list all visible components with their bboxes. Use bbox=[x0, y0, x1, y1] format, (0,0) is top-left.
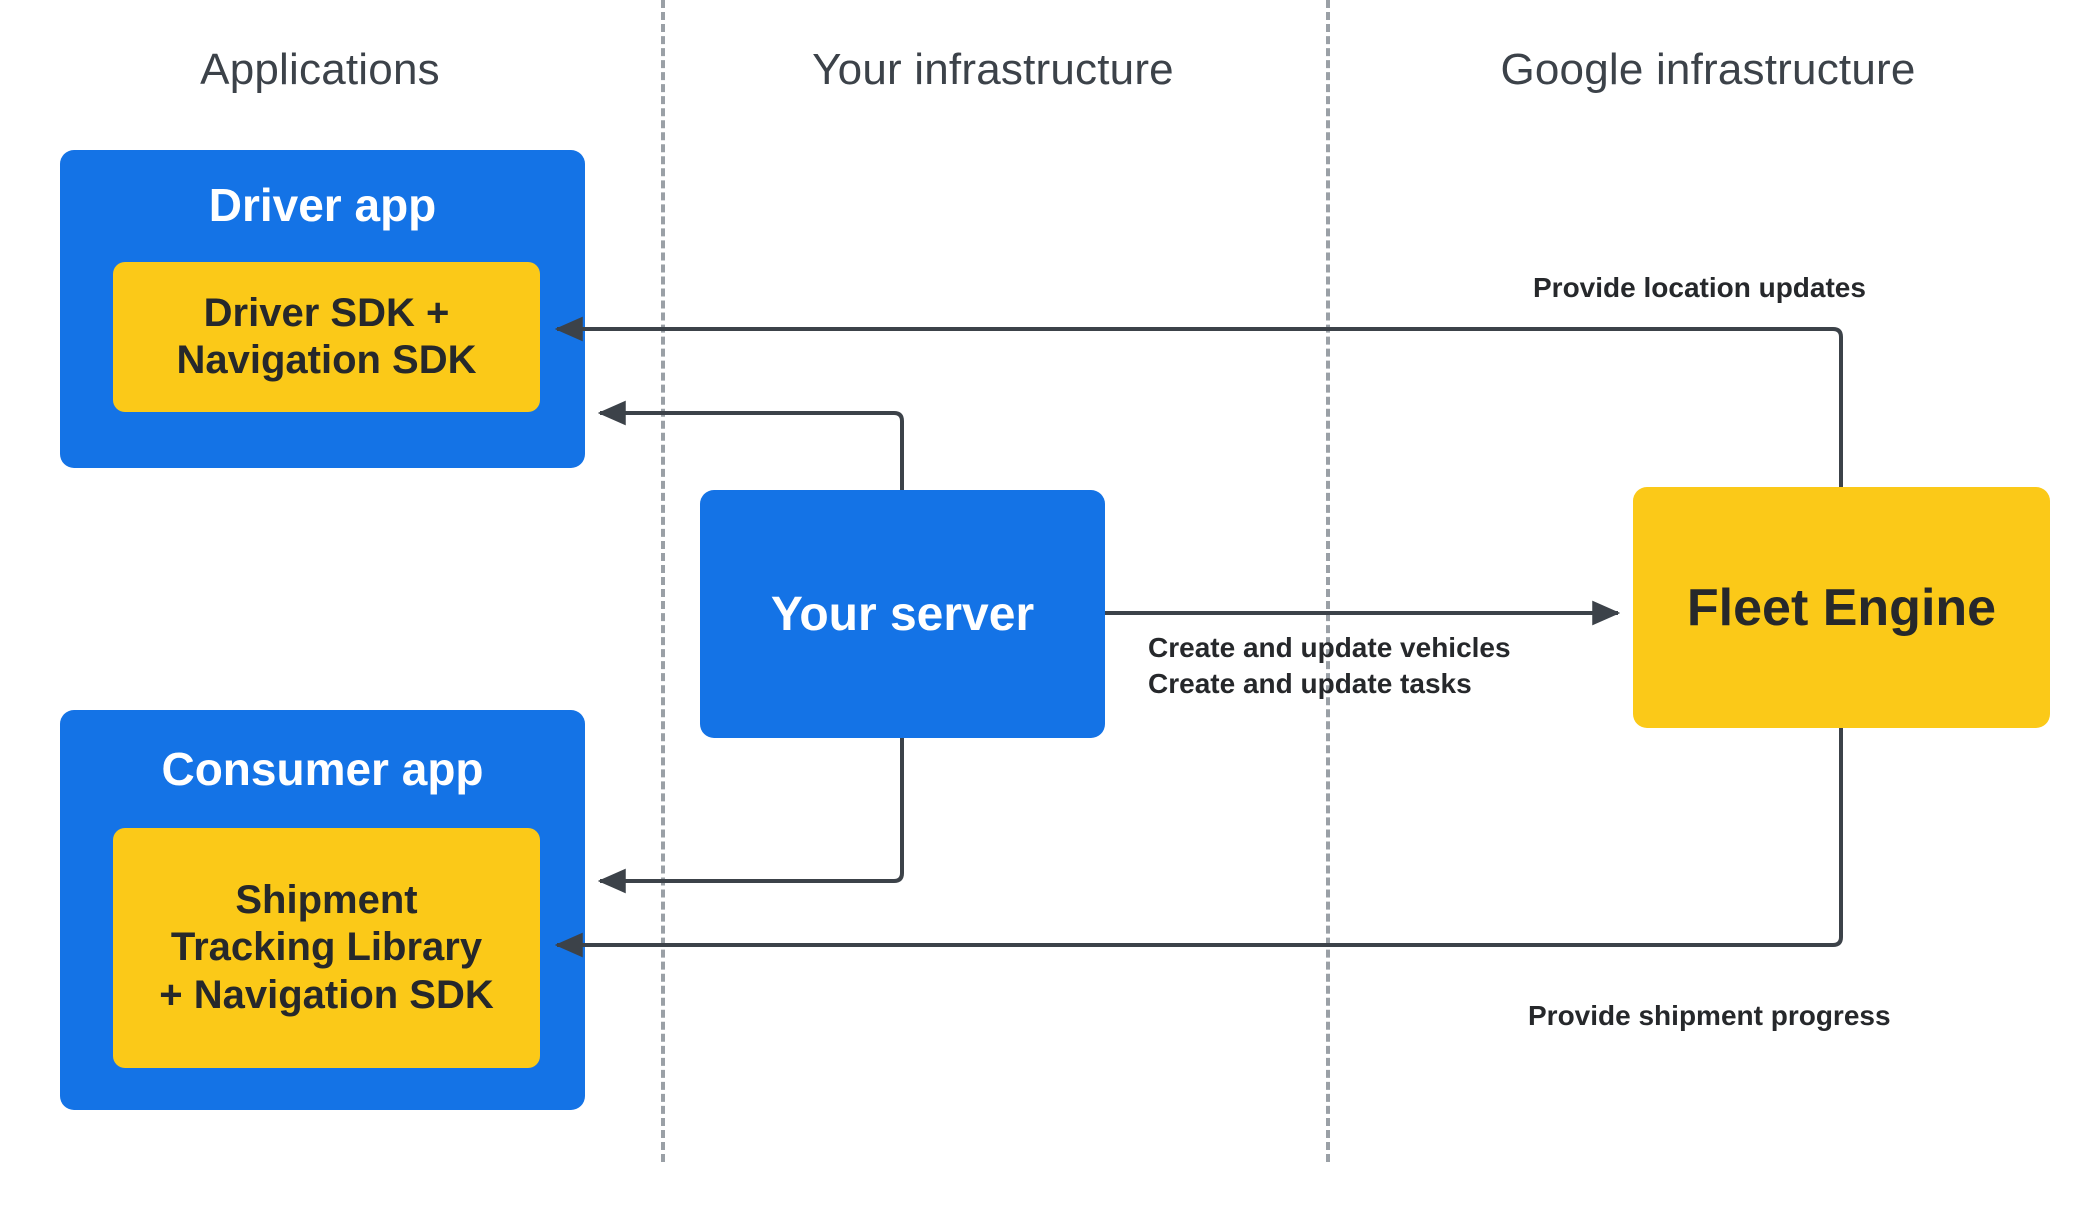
wire-server-to-driver-app bbox=[597, 400, 904, 490]
consumer-sdk-line-3: + Navigation SDK bbox=[159, 972, 494, 1017]
wire-server-to-consumer-app bbox=[597, 738, 904, 894]
driver-app-title: Driver app bbox=[208, 179, 437, 231]
wire-provide-location-updates bbox=[554, 316, 1843, 487]
node-driver-app[interactable]: Driver app Driver SDK + Navigation SDK bbox=[60, 150, 585, 468]
consumer-sdk-line-1: Shipment bbox=[235, 878, 418, 923]
edge-label-provide-location-updates: Provide location updates bbox=[1533, 272, 1866, 303]
edge-label-create-and-update: Create and update vehicles Create and up… bbox=[1148, 630, 1511, 702]
node-consumer-app[interactable]: Consumer app Shipment Tracking Library +… bbox=[60, 710, 585, 1110]
column-divider-left bbox=[661, 0, 665, 1162]
node-driver-sdk[interactable]: Driver SDK + Navigation SDK bbox=[113, 262, 540, 412]
wire-provide-shipment-progress bbox=[554, 728, 1843, 958]
edge-label-provide-shipment-progress: Provide shipment progress bbox=[1528, 1000, 1891, 1031]
edge-label-create-and-update-tasks: Create and update tasks bbox=[1148, 667, 1472, 699]
consumer-sdk-line-2: Tracking Library bbox=[170, 925, 483, 970]
column-header-applications: Applications bbox=[200, 45, 440, 94]
column-header-your-infrastructure: Your infrastructure bbox=[812, 45, 1174, 94]
edge-label-create-and-update-vehicles: Create and update vehicles bbox=[1148, 632, 1511, 663]
node-shipment-tracking-library[interactable]: Shipment Tracking Library + Navigation S… bbox=[113, 828, 540, 1068]
node-your-server[interactable]: Your server bbox=[700, 490, 1105, 738]
node-fleet-engine[interactable]: Fleet Engine bbox=[1633, 487, 2050, 728]
consumer-app-title: Consumer app bbox=[161, 743, 484, 795]
driver-sdk-line-2: Navigation SDK bbox=[176, 338, 477, 382]
column-header-google-infrastructure: Google infrastructure bbox=[1500, 45, 1916, 94]
driver-sdk-line-1: Driver SDK + bbox=[203, 290, 450, 335]
column-divider-right bbox=[1326, 0, 1330, 1162]
